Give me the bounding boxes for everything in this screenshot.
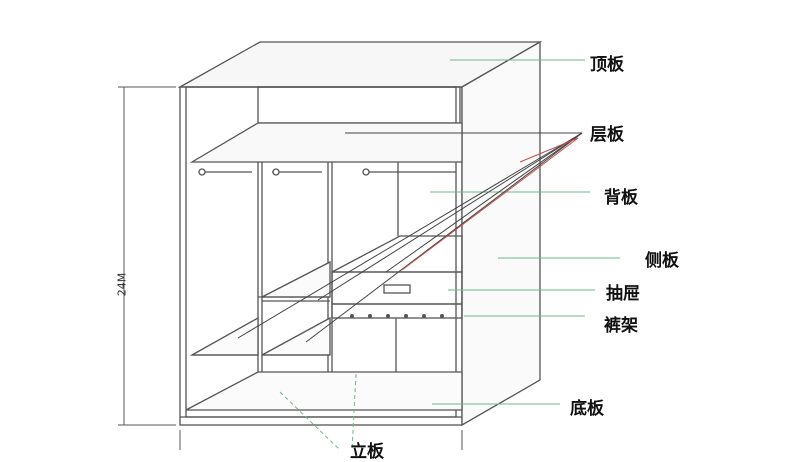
height-dimension-label: 24M <box>115 272 129 297</box>
lower-shelf-left <box>189 316 259 356</box>
wardrobe-diagram: 24M 顶板 层板 背板 侧板 抽屉 裤架 底板 立板 <box>115 40 679 462</box>
shelf-face <box>189 122 463 163</box>
label-drawer: 抽屉 <box>606 284 640 304</box>
label-bottom-panel: 底板 <box>570 399 604 419</box>
trouser-rack <box>331 303 463 319</box>
drawer-front <box>331 271 463 305</box>
label-trouser-rack: 裤架 <box>604 316 638 336</box>
side-face <box>461 40 541 427</box>
leader-shelf-red-2 <box>519 137 579 163</box>
wardrobe-drawing <box>118 40 620 450</box>
leader-shelf-red-1 <box>401 137 579 271</box>
label-shelf: 层板 <box>590 125 624 145</box>
label-side-panel: 侧板 <box>645 251 679 271</box>
leader-divider-2 <box>351 373 357 450</box>
label-top-panel: 顶板 <box>590 55 624 75</box>
bottom-face <box>185 371 463 411</box>
label-back-panel: 背板 <box>604 188 638 208</box>
